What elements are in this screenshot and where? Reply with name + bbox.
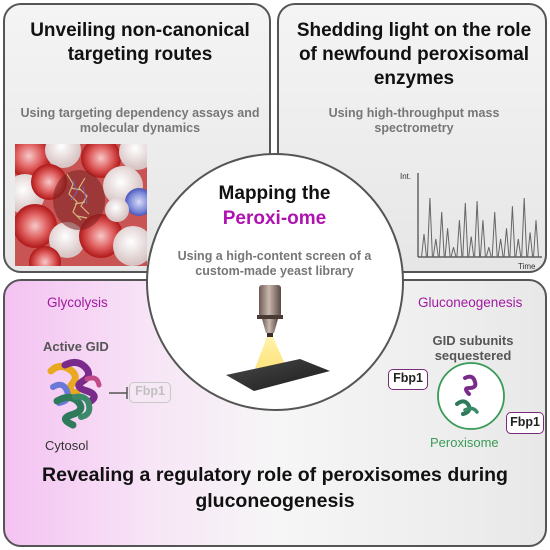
spectrum-peak [421, 233, 427, 258]
spectrum-peak [438, 211, 445, 258]
center-peroxiome-circle: Mapping the Peroxi-ome Using a high-cont… [146, 153, 404, 411]
panel-title: Shedding light on the role of newfound p… [296, 20, 532, 89]
gid-sequestered-label: GID subunits sequestered [432, 333, 514, 363]
gluconeogenesis-label: Gluconeogenesis [418, 295, 523, 310]
inhibition-arrow-icon [109, 387, 128, 399]
plot-y-label: Int. [400, 172, 411, 181]
center-subtitle: Using a high-content screen of a custom-… [177, 249, 372, 278]
panel-title: Unveiling non-canonical targeting routes [30, 20, 250, 65]
mass-spectrum-plot: Int. Time [400, 172, 542, 271]
active-gid-label: Active GID [43, 339, 109, 354]
spectrum-peak [456, 220, 463, 258]
spectrum-peak [444, 228, 451, 258]
spectrum-peak [527, 232, 534, 258]
spectrum-peak [515, 238, 522, 258]
bottom-panel-title: Revealing a regulatory role of peroxisom… [42, 464, 508, 512]
fbp1-badge-right: Fbp1 [506, 412, 544, 434]
peroxisome-label: Peroxisome [430, 435, 499, 450]
spectrum-peak [468, 236, 475, 258]
spectrum-peak [485, 247, 492, 258]
spectrum-peak [521, 197, 528, 258]
center-title-accent: Peroxi-ome [222, 208, 327, 229]
fbp1-badge-left: Fbp1 [388, 369, 428, 390]
spectrum-peak [462, 202, 469, 258]
spectrum-peak [497, 238, 504, 258]
spectrum-peak [509, 206, 516, 258]
protein-surface-image [15, 144, 147, 266]
spectrum-peak [474, 201, 481, 258]
spectrum-peak [479, 220, 486, 258]
glycolysis-label: Glycolysis [47, 295, 108, 310]
spectrum-peak [503, 228, 510, 258]
cytosol-label: Cytosol [45, 438, 89, 453]
spectrum-peak [533, 220, 539, 258]
microscope-objective-icon [226, 285, 330, 391]
gid-complex-icon [47, 358, 102, 429]
spectrum-peak [450, 247, 457, 258]
panel-subtitle: Using high-throughput mass spectrometry [328, 106, 500, 135]
spectrum-peak [426, 197, 433, 258]
panel-subtitle: Using targeting dependency assays and mo… [20, 106, 260, 135]
peroxisome-icon [437, 362, 505, 430]
spectrum-peak [432, 238, 439, 258]
spectrum-peak [491, 211, 498, 258]
panel-targeting-routes: Unveiling non-canonical targeting routes… [3, 3, 271, 273]
fbp1-inhibited-badge: Fbp1 [129, 382, 171, 403]
plot-x-label: Time [518, 262, 536, 271]
center-title: Mapping the [218, 183, 331, 204]
